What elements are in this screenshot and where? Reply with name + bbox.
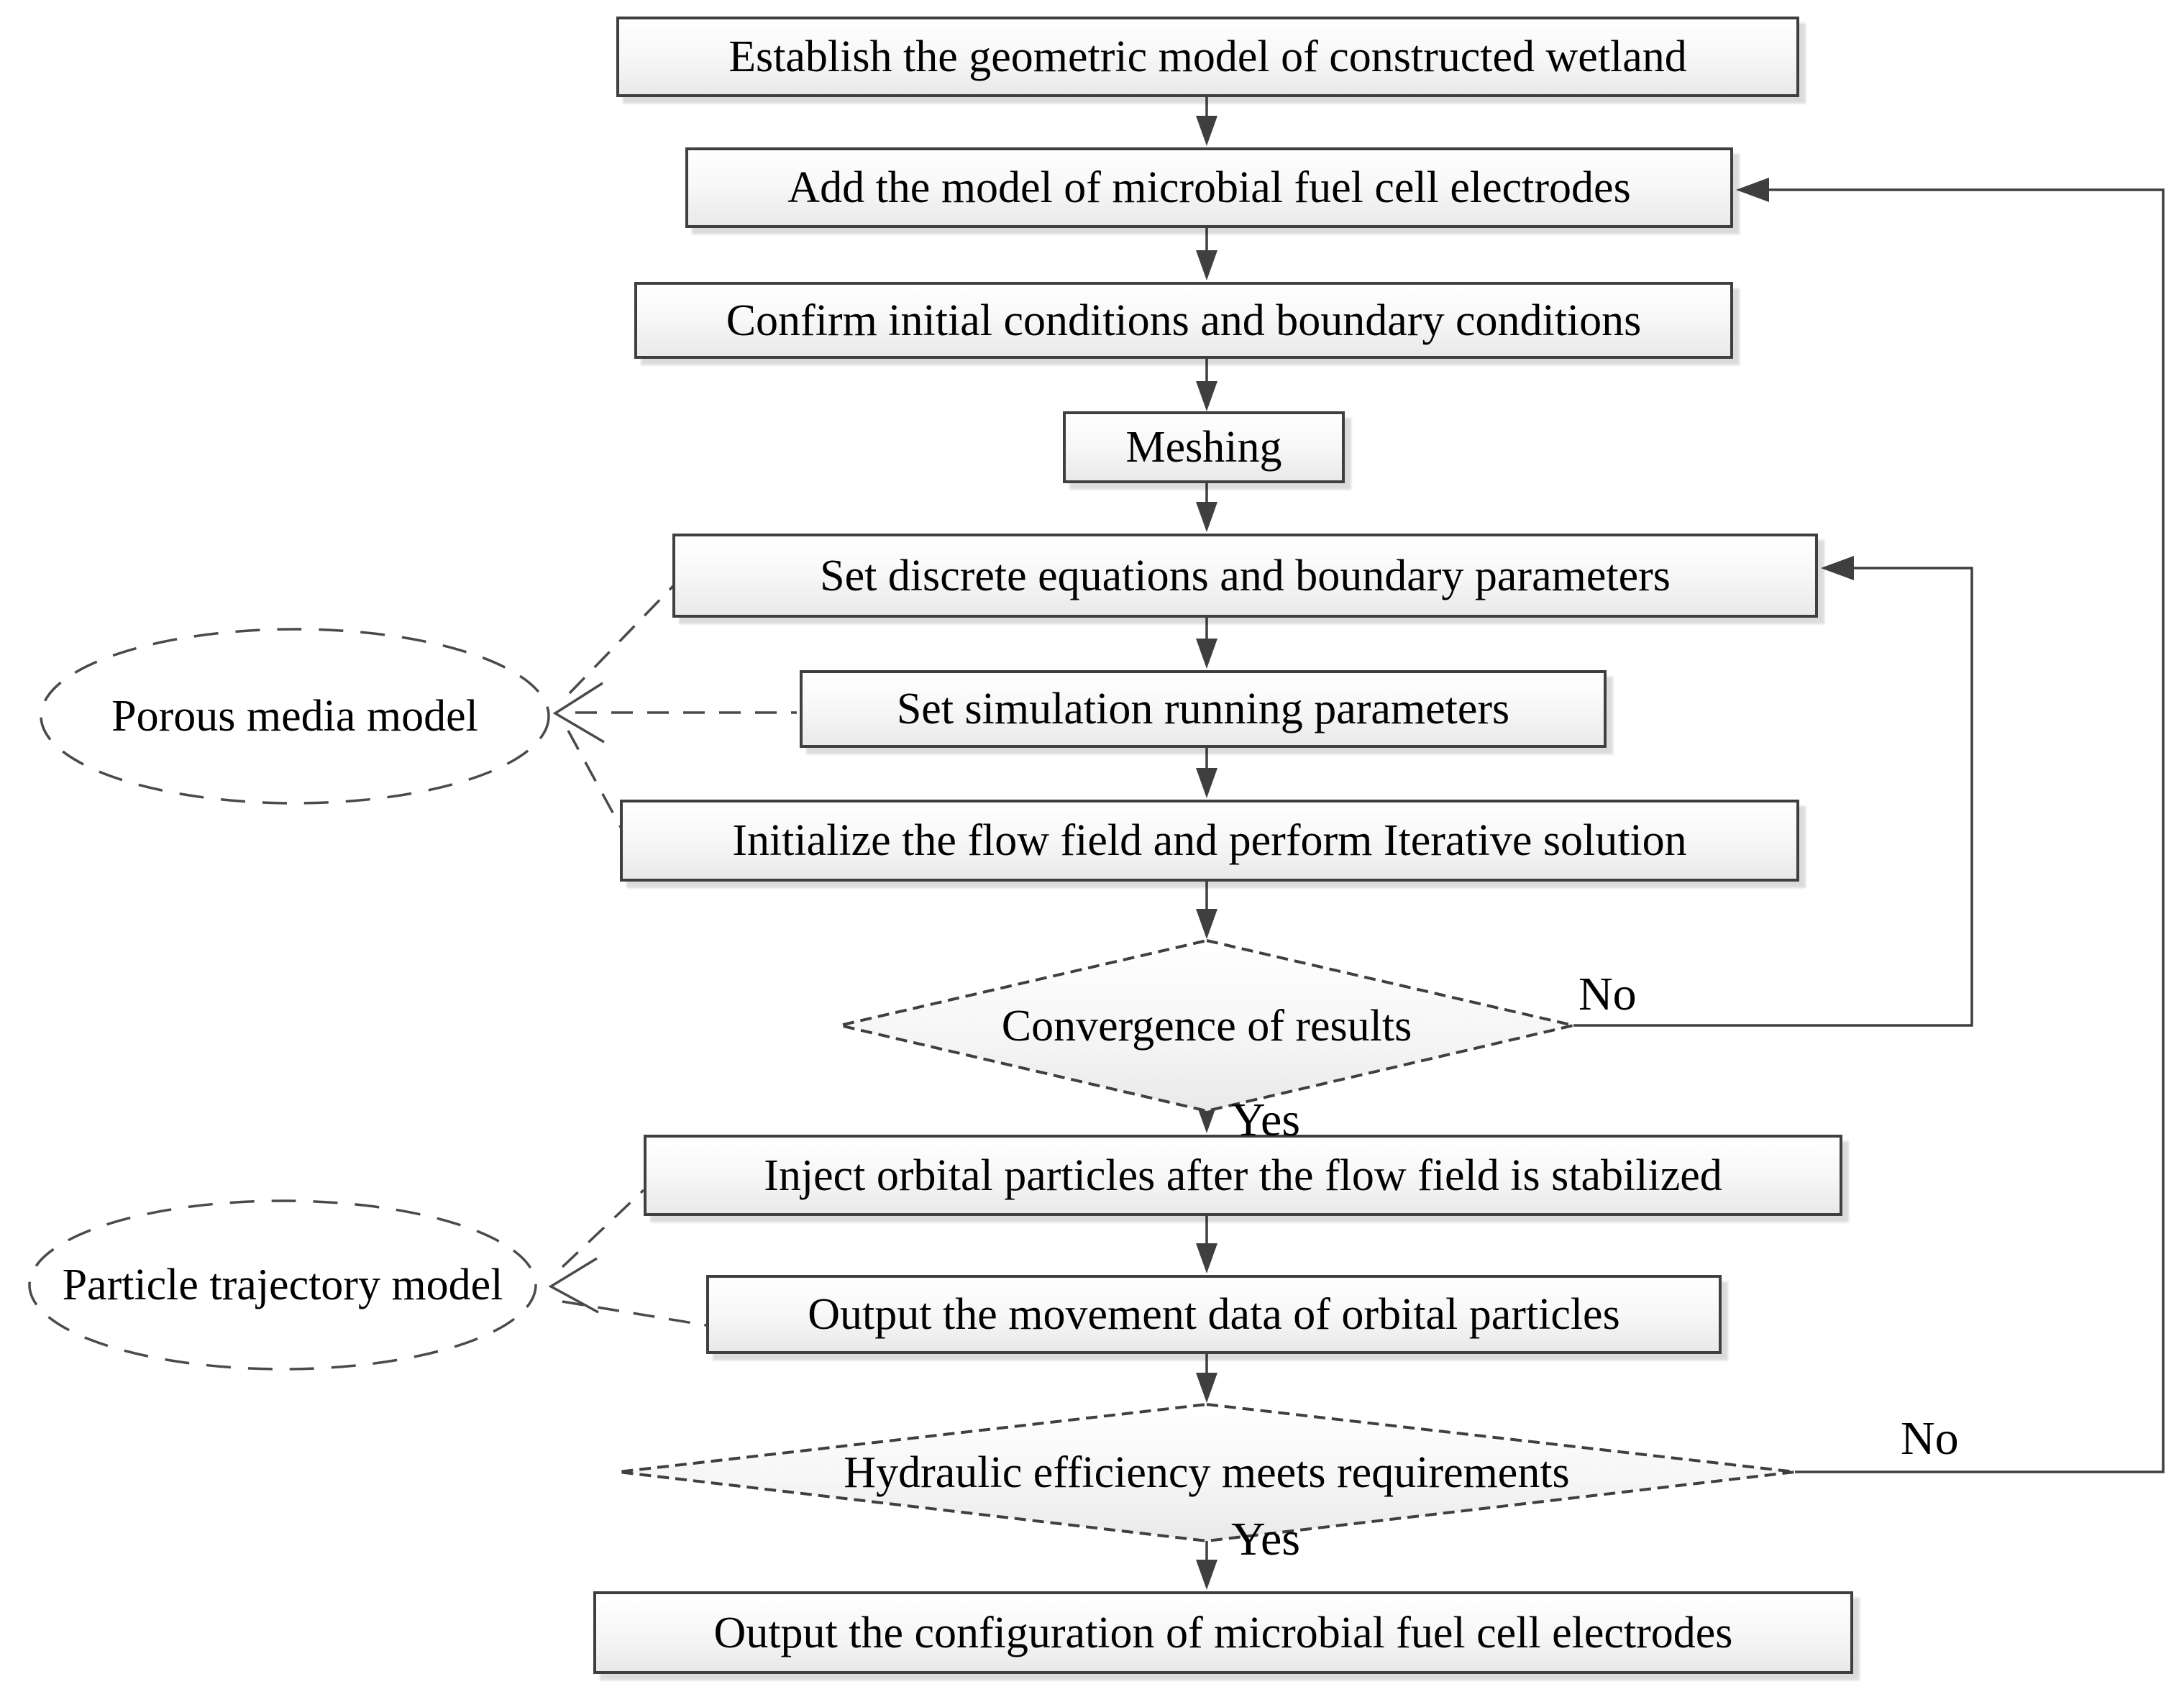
node-initialize-flow: Initialize the flow field and perform It… [620, 800, 1799, 882]
decision-hydraulic-shape [618, 1402, 1796, 1543]
decision-convergence-shape [839, 938, 1574, 1113]
node-discrete-equations-label: Set discrete equations and boundary para… [820, 551, 1671, 600]
node-establish-label: Establish the geometric model of constru… [728, 32, 1687, 81]
node-output-configuration: Output the configuration of microbial fu… [593, 1591, 1853, 1674]
arrow-add-to-confirm [1196, 228, 1217, 280]
node-output-movement: Output the movement data of orbital part… [706, 1275, 1722, 1354]
annotation-porous-ellipse [40, 628, 550, 805]
node-simulation-parameters: Set simulation running parameters [800, 670, 1607, 748]
particle-open-arrowhead [548, 1257, 599, 1314]
arrow-meshing-to-discrete [1196, 483, 1217, 532]
node-output-movement-label: Output the movement data of orbital part… [808, 1290, 1620, 1339]
decision-convergence-label: Convergence of results [1001, 1002, 1412, 1051]
node-output-configuration-label: Output the configuration of microbial fu… [713, 1608, 1733, 1657]
node-confirm-conditions-label: Confirm initial conditions and boundary … [726, 296, 1642, 345]
dashed-links-particle [548, 1189, 707, 1327]
node-initialize-flow-label: Initialize the flow field and perform It… [732, 816, 1687, 865]
arrow-initialize-to-convergence [1196, 882, 1217, 939]
node-meshing: Meshing [1063, 411, 1345, 483]
arrow-confirm-to-meshing [1196, 359, 1217, 411]
node-establish-geometric-model: Establish the geometric model of constru… [616, 17, 1799, 97]
edge-label-hydraulic-yes: Yes [1231, 1513, 1301, 1565]
node-inject-particles: Inject orbital particles after the flow … [644, 1135, 1842, 1216]
arrow-simparams-to-initialize [1196, 748, 1217, 798]
annotation-porous-label: Porous media model [111, 692, 478, 741]
node-add-electrodes-label: Add the model of microbial fuel cell ele… [787, 163, 1631, 212]
node-add-electrodes: Add the model of microbial fuel cell ele… [685, 147, 1733, 228]
arrow-establish-to-add [1196, 97, 1217, 146]
arrow-inject-to-output [1196, 1216, 1217, 1273]
node-discrete-equations: Set discrete equations and boundary para… [672, 534, 1818, 618]
edge-label-convergence-no: No [1578, 968, 1637, 1020]
annotation-particle-label: Particle trajectory model [62, 1261, 503, 1309]
arrow-hydraulic-yes [1196, 1541, 1217, 1590]
node-meshing-label: Meshing [1125, 423, 1282, 472]
edge-label-convergence-yes: Yes [1231, 1094, 1301, 1146]
decision-hydraulic-label: Hydraulic efficiency meets requirements [844, 1448, 1570, 1497]
node-confirm-conditions: Confirm initial conditions and boundary … [634, 282, 1733, 359]
dashed-links-porous [552, 585, 797, 829]
node-inject-particles-label: Inject orbital particles after the flow … [764, 1151, 1722, 1200]
node-simulation-parameters-label: Set simulation running parameters [896, 685, 1510, 733]
arrow-discrete-to-simparams [1196, 618, 1217, 669]
arrow-output-to-hydraulic [1196, 1354, 1217, 1403]
porous-open-arrowhead [552, 682, 605, 744]
annotation-particle-ellipse [28, 1199, 537, 1371]
loop-hydraulic-no [1736, 178, 2165, 1473]
edge-label-hydraulic-no: No [1901, 1412, 1959, 1465]
loop-convergence-no [1573, 556, 1973, 1027]
